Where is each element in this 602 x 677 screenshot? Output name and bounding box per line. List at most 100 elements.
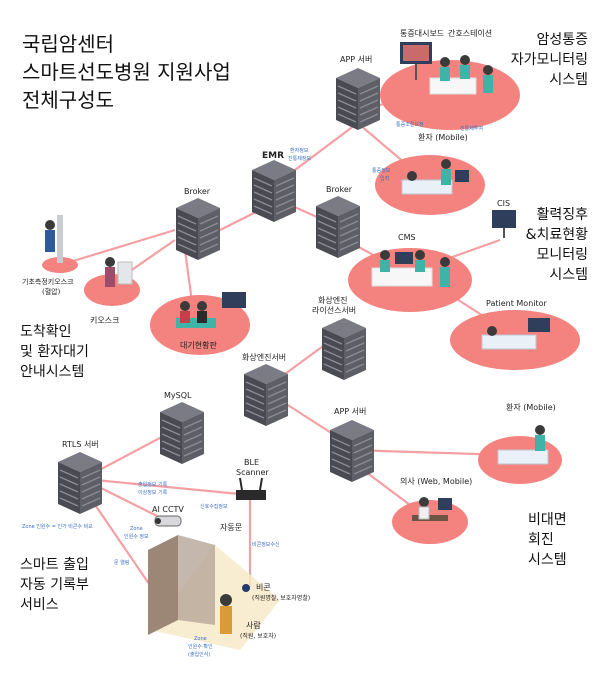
label-ai-cctv: AI CCTV [152,505,184,514]
annotation-zone-check-2: 인원수 확인 [188,643,213,650]
doctor-desk-icon [412,497,452,521]
label-cms: CMS [398,233,416,242]
label-pain-dashboard: 통증대시보드 [400,29,444,38]
label-base-kiosk-2: (혈압) [42,287,61,296]
broker-server-left [175,197,221,261]
waiting-room-icon [176,292,246,328]
label-broker-mid: Broker [326,185,353,194]
emr-server [251,159,297,223]
label-video-engine: 화상엔진서버 [242,352,286,362]
label-ble-1: BLE [244,458,259,467]
label-beacon-1: 비콘 [256,583,271,592]
ai-cctv-icon [154,515,182,527]
title-line-2: 스마트선도병원 지원사업 [22,60,231,84]
section-pain-monitoring: 암성통증 자가모니터링 시스템 [470,30,588,90]
label-mysql: MySQL [164,391,192,400]
node-labels: 통증대시보드 간호스테이션 APP 서버 환자 (Mobile) EMR Bro… [22,28,556,640]
kiosk-icon [105,257,133,287]
label-patient-monitor: Patient Monitor [486,299,548,308]
section-pain-line-3: 시스템 [549,72,588,88]
app-server-top [335,67,381,131]
label-patient-mobile-top: 환자 (Mobile) [418,132,468,142]
broker-server-mid [315,195,361,259]
annotation-beacon-recv: 비콘정보수신 [252,541,280,548]
section-remote-line-2: 회진 [528,532,554,548]
label-app-server-top: APP 서버 [340,54,372,64]
section-access-line-1: 스마트 출입 [20,557,89,573]
section-pain-line-2: 자가모니터링 [510,52,588,68]
section-remote-line-3: 시스템 [528,552,567,568]
label-video-license-2: 라이선스서버 [312,305,356,315]
label-app-server-bottom: APP 서버 [334,406,366,416]
cms-station-icon [371,250,450,287]
annotation-zone-check-3: (출입인식) [188,651,210,658]
nurse-station-icon [429,55,493,95]
annotation-zone-check-1: Zone [194,636,207,642]
section-remote-rounds: 비대면 회진 시스템 [528,510,598,570]
label-base-kiosk-1: 기초측정키오스크 [22,277,74,286]
mysql-server [159,401,205,465]
label-kiosk: 키오스크 [90,316,119,325]
person-icon [220,594,232,634]
annotation-zone-count-2: 인원수 정보 [124,533,149,540]
base-kiosk-icon [45,215,63,263]
pain-dashboard-icon [400,42,432,80]
section-arrival-guide: 도착확인 및 환자대기 안내시스템 [20,322,160,382]
beacon-icon [242,584,250,592]
annotation-emr-info-1: 환자정보 [290,147,309,154]
annotation-signal: 신호수집정보 [200,503,228,510]
label-broker-left: Broker [184,187,211,196]
label-doctor: 의사 (Web, Mobile) [400,476,472,486]
annotation-pain-drug: 진통제투여 [460,125,483,132]
section-access-line-3: 서비스 [20,597,59,613]
section-pain-line-1: 암성통증 [536,32,588,48]
annotation-zone-compare: Zone 인원수 = 인가 비콘수 비교 [22,523,93,530]
label-rtls: RTLS 서버 [62,439,99,449]
section-smart-access: 스마트 출입 자동 기록부 서비스 [20,555,140,615]
title-line-3: 전체구성도 [22,88,114,112]
title-line-1: 국립암센터 [22,32,114,56]
label-person-2: (직원, 보호자) [240,632,276,640]
section-vital-line-3: 모니터링 [536,247,588,263]
flow-annotations: 통증조절요청 진통제투여 환자정보 진통제정보 통증정보 입력 출입정보 기록 … [22,121,483,658]
label-beacon-2: (직원명찰, 보호자명찰) [252,594,310,602]
section-arrival-line-2: 및 환자대기 [20,344,89,360]
auto-door-icon [148,535,215,635]
annotation-emr-info-2: 진통제정보 [288,155,311,162]
section-arrival-line-3: 안내시스템 [20,364,85,380]
section-remote-line-1: 비대면 [528,512,567,528]
annotation-access-log-2: 이상정보 기록 [138,489,168,496]
label-cis: CIS [497,199,510,208]
section-vital-line-4: 시스템 [549,267,588,283]
rtls-server [57,451,103,515]
annotation-access-log-1: 출입정보 기록 [138,481,168,488]
annotation-pain-input-2: 입력 [380,175,389,182]
label-nurse-station: 간호스테이션 [448,28,492,38]
remote-patient-bed-icon [497,425,549,465]
cis-monitor-icon [492,210,516,238]
section-arrival-line-1: 도착확인 [20,324,72,340]
label-patient-mobile-bottom: 환자 (Mobile) [506,402,556,412]
video-license-server [321,317,367,381]
page-title: 국립암센터 스마트선도병원 지원사업 전체구성도 [22,30,231,114]
label-waiting-board: 대기현황판 [180,340,217,350]
annotation-door-open: 문 열림 [114,559,129,566]
section-vital-line-2: &치료현황 [525,227,588,243]
annotation-pain-request: 통증조절요청 [396,121,424,128]
annotation-zone-count-1: Zone [130,526,143,532]
label-auto-door: 자동문 [220,523,242,532]
patient-bed-top-icon [401,159,469,195]
label-video-license-1: 화상엔진 [318,295,347,305]
label-ble-2: Scanner [236,468,269,477]
ble-scanner-icon [236,477,266,500]
section-vital-monitoring: 활력징후 &치료현황 모니터링 시스템 [470,205,588,285]
patient-monitor-icon [481,318,550,350]
section-vital-line-1: 활력징후 [536,207,588,223]
section-access-line-2: 자동 기록부 [20,577,89,593]
label-emr: EMR [262,151,284,161]
video-engine-server [243,363,289,427]
app-server-bottom [329,419,375,483]
label-person-1: 사람 [246,621,261,630]
annotation-pain-input-1: 통증정보 [372,167,391,174]
